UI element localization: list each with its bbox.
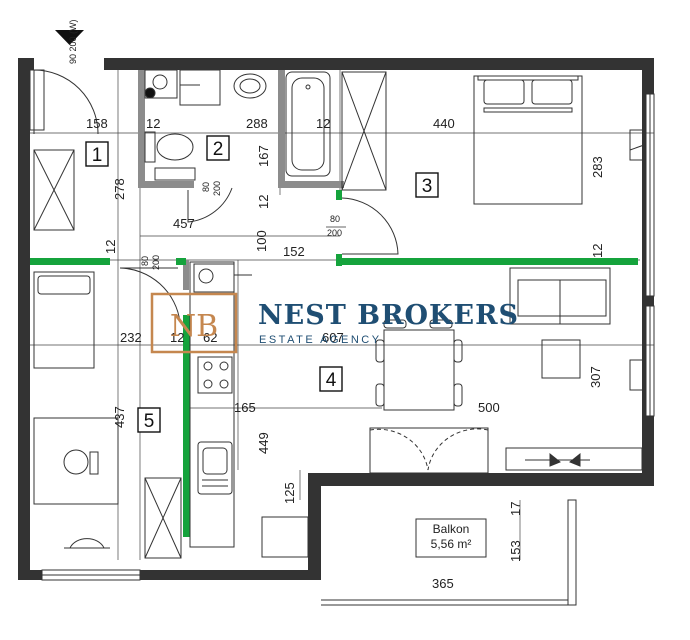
room-1: 1 — [85, 141, 109, 167]
svg-text:4: 4 — [326, 370, 337, 391]
svg-text:12: 12 — [146, 116, 160, 131]
brand-tagline: ESTATE AGENCY — [259, 334, 382, 346]
balcony-area: 5,56 m² — [431, 537, 472, 551]
svg-text:12: 12 — [103, 240, 118, 254]
bathroom-partitions — [138, 70, 344, 290]
svg-text:80: 80 — [140, 256, 150, 266]
svg-text:100: 100 — [254, 230, 269, 252]
svg-text:437: 437 — [112, 406, 127, 428]
windows — [29, 69, 655, 581]
room-5: 5 — [137, 407, 161, 433]
svg-text:158: 158 — [86, 116, 108, 131]
svg-text:288: 288 — [246, 116, 268, 131]
svg-text:607: 607 — [322, 330, 344, 345]
brand-logo: NB — [150, 292, 238, 354]
bedroom-furniture — [473, 75, 645, 205]
svg-text:62: 62 — [203, 330, 217, 345]
door-entrance-label: 90 200 (W) — [68, 19, 78, 64]
svg-text:165: 165 — [234, 400, 256, 415]
svg-text:80: 80 — [201, 182, 211, 192]
kitchen — [189, 261, 309, 558]
svg-text:17: 17 — [508, 502, 523, 516]
svg-text:1: 1 — [92, 145, 103, 166]
svg-text:440: 440 — [433, 116, 455, 131]
room5-furniture — [33, 271, 119, 549]
balcony — [321, 427, 577, 606]
brand-name: NEST BROKERS — [258, 300, 519, 331]
svg-text:12: 12 — [256, 195, 271, 209]
svg-text:449: 449 — [256, 432, 271, 454]
svg-text:200: 200 — [212, 181, 222, 196]
bathroom-fixtures — [144, 69, 387, 191]
brand-logo-letters: NB — [170, 309, 218, 344]
svg-text:200: 200 — [151, 255, 161, 270]
svg-text:457: 457 — [173, 216, 195, 231]
svg-text:12: 12 — [170, 330, 184, 345]
svg-text:2: 2 — [213, 139, 224, 160]
svg-text:153: 153 — [508, 540, 523, 562]
svg-text:200: 200 — [327, 228, 342, 238]
svg-text:152: 152 — [283, 244, 305, 259]
living-furniture — [375, 267, 645, 471]
exterior-walls — [18, 58, 654, 580]
svg-text:12: 12 — [316, 116, 330, 131]
svg-text:232: 232 — [120, 330, 142, 345]
svg-text:3: 3 — [422, 176, 433, 197]
svg-text:80: 80 — [330, 214, 340, 224]
door-swings — [33, 69, 399, 323]
new-walls — [30, 190, 638, 537]
svg-text:307: 307 — [588, 366, 603, 388]
svg-text:5: 5 — [144, 411, 155, 432]
door-label-room5: 80 200 — [140, 255, 161, 270]
room-4: 4 — [319, 366, 343, 392]
svg-text:283: 283 — [590, 156, 605, 178]
svg-text:365: 365 — [432, 576, 454, 591]
svg-text:125: 125 — [282, 482, 297, 504]
svg-text:12: 12 — [590, 244, 605, 258]
door-label-bath: 80 200 — [201, 181, 222, 196]
entrance-arrow-icon — [55, 30, 84, 45]
guide-lines — [26, 68, 654, 560]
svg-text:278: 278 — [112, 178, 127, 200]
door-label-bedroom: 80 200 — [326, 214, 346, 238]
room-2: 2 — [206, 135, 230, 161]
svg-text:167: 167 — [256, 145, 271, 167]
dimension-labels: 158 12 288 12 440 278 167 283 457 12 100… — [86, 116, 605, 591]
room-3: 3 — [415, 172, 439, 198]
balcony-label: Balkon — [433, 522, 470, 536]
wardrobes — [33, 149, 182, 559]
svg-text:500: 500 — [478, 400, 500, 415]
